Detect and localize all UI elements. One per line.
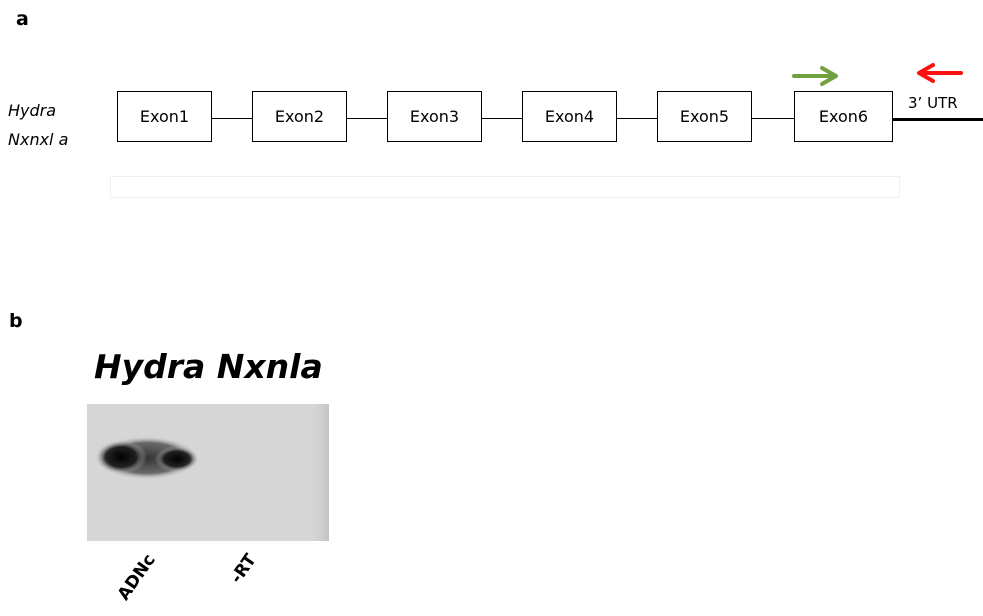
exon-box-2: Exon2	[252, 91, 347, 142]
blot-right-edge	[309, 404, 329, 541]
gene-name-line2: Nxnxl a	[8, 130, 69, 149]
gene-name: Hydra Nxnxl a	[8, 96, 68, 154]
intron-line-2	[347, 118, 387, 119]
intron-line-4	[617, 118, 657, 119]
adnc-band-tail	[155, 446, 199, 472]
utr-line	[893, 118, 983, 121]
forward-primer-arrow-head	[820, 66, 838, 86]
adnc-band-core	[95, 440, 147, 474]
intron-line-3	[482, 118, 522, 119]
exon-box-3: Exon3	[387, 91, 482, 142]
gene-name-line1: Hydra	[8, 101, 57, 120]
utr-label: 3’ UTR	[908, 94, 958, 112]
exon-box-5: Exon5	[657, 91, 752, 142]
intron-line-1	[212, 118, 252, 119]
lane-label-rt: -RT	[226, 550, 261, 588]
exon-box-6: Exon6	[794, 91, 893, 142]
reverse-primer-arrow-icon	[917, 63, 963, 83]
exon-box-1: Exon1	[117, 91, 212, 142]
exon-box-4: Exon4	[522, 91, 617, 142]
faint-outline-box	[110, 176, 900, 198]
panel-b-label: b	[9, 310, 23, 332]
gel-blot-svg	[95, 404, 329, 541]
blot-title: Hydra Nxnla	[94, 347, 323, 386]
reverse-primer-arrow-head	[917, 63, 935, 83]
gel-blot-image	[87, 404, 329, 541]
forward-primer-arrow-icon	[792, 66, 838, 86]
intron-line-5	[752, 118, 794, 119]
lane-label-adnc: ADNc	[113, 550, 160, 605]
panel-a-label: a	[16, 8, 29, 30]
